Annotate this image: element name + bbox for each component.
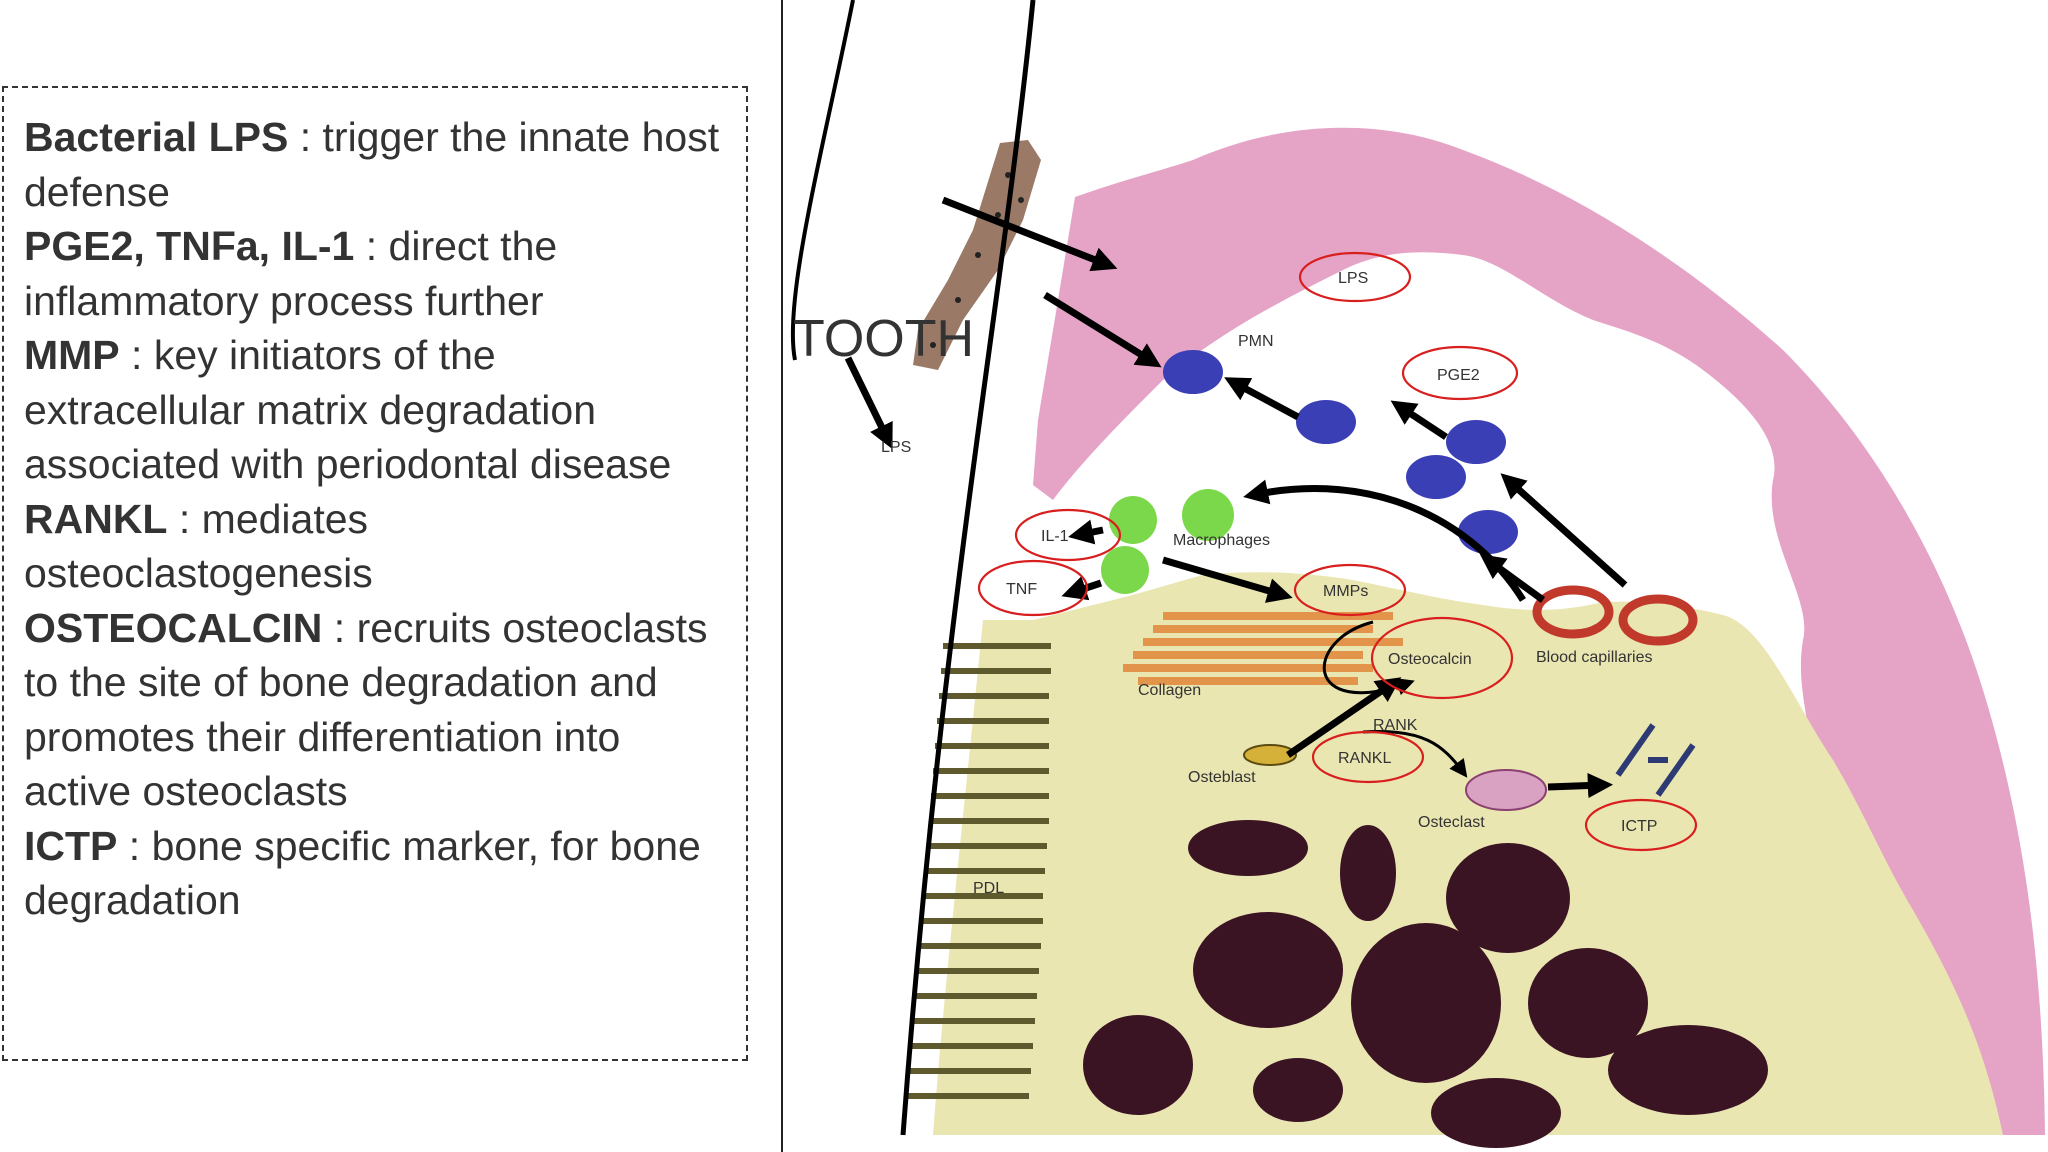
blood-capillaries <box>1532 585 1698 646</box>
collagen-fibers <box>1123 612 1403 685</box>
legend-description: key initiators of the extracellular matr… <box>24 332 672 487</box>
lps-circle <box>1298 251 1412 303</box>
tooth-outline <box>790 0 855 361</box>
legend-entry-ictp: ICTP : bone specific marker, for bone de… <box>24 819 726 928</box>
label-lps-left: LPS <box>881 439 911 456</box>
arrow-pmn-2 <box>1390 400 1448 440</box>
mmps-circle <box>1293 563 1407 617</box>
legend-entry-mmp: MMP : key initiators of the extracellula… <box>24 328 726 492</box>
periodontal-diagram: TOOTH <box>790 0 2045 1148</box>
label-mmps: MMPs <box>1323 583 1368 600</box>
legend-term: MMP <box>24 332 120 378</box>
legend-separator: : <box>288 114 323 160</box>
legend-description: direct the inflammatory process further <box>24 223 558 324</box>
osteocalcin-circle <box>1370 616 1514 700</box>
label-pmn: PMN <box>1238 333 1274 350</box>
legend-description: mediates osteoclastogenesis <box>24 495 373 597</box>
legend-description: trigger the innate host defense <box>24 114 720 215</box>
vertical-divider <box>781 0 783 1152</box>
arrow-capillary-macrophages <box>1243 479 1526 602</box>
label-osteblast: Osteblast <box>1188 769 1256 786</box>
osteoclast-cell <box>1465 769 1547 811</box>
arrow-osteoclast-ictp <box>1547 772 1614 799</box>
legend-entry-lps: Bacterial LPS : trigger the innate host … <box>24 110 726 219</box>
arrow-lps-pge2 <box>1043 292 1162 368</box>
tnf-circle <box>977 559 1089 617</box>
label-il1: IL-1 <box>1041 528 1069 545</box>
label-collagen: Collagen <box>1138 682 1201 699</box>
arrow-capillary-pmn <box>1500 473 1628 588</box>
pge2-circle <box>1401 345 1519 401</box>
ictp-fragments <box>1615 723 1696 797</box>
label-osteclast: Osteclast <box>1418 814 1485 831</box>
legend-entry-rankl: RANKL : mediates osteoclastogenesis <box>24 492 726 601</box>
legend-separator: : <box>117 822 152 869</box>
legend-separator: : <box>167 495 202 542</box>
legend-term: ICTP <box>24 822 118 869</box>
arrow-plaque-lps <box>941 196 1118 272</box>
label-ictp: ICTP <box>1621 818 1657 835</box>
ictp-circle <box>1584 798 1698 852</box>
label-pdl: PDL <box>973 880 1004 897</box>
legend-separator: : <box>119 332 154 378</box>
label-pge2: PGE2 <box>1437 367 1480 384</box>
tooth-root-line <box>900 0 1036 1136</box>
arrow-osteoblast-osteocalcin <box>1286 677 1402 758</box>
arrow-macrophage-il1 <box>1068 519 1104 545</box>
arrow-pmn-1 <box>1224 377 1300 421</box>
label-osteocalcin: Osteocalcin <box>1388 651 1472 668</box>
label-tnf: TNF <box>1006 581 1037 598</box>
rankl-circle <box>1311 730 1425 784</box>
label-rank: RANK <box>1373 717 1418 734</box>
legend-entry-pge2-tnfa-il1: PGE2, TNFa, IL-1 : direct the inflammato… <box>24 219 726 328</box>
macrophages <box>1101 489 1234 594</box>
osteoblast-cell <box>1243 744 1297 766</box>
label-blood-capillaries: Blood capillaries <box>1536 649 1653 666</box>
legend-term: OSTEOCALCIN <box>24 604 323 651</box>
label-rankl: RANKL <box>1338 750 1391 767</box>
legend-description: bone specific marker, for bone degradati… <box>24 822 701 924</box>
legend-entry-osteocalcin: OSTEOCALCIN : recruits osteoclasts to th… <box>24 601 726 819</box>
arrow-mmps-collagen <box>1322 620 1415 696</box>
legend-term: RANKL <box>24 495 168 542</box>
legend-term: PGE2, TNFa, IL-1 <box>24 223 355 269</box>
arrow-macrophage-mmps <box>1162 556 1293 603</box>
legend-term: Bacterial LPS <box>24 114 289 160</box>
legend-box: Bacterial LPS : trigger the innate host … <box>2 86 748 1061</box>
il1-circle <box>1014 508 1122 562</box>
tooth-label: TOOTH <box>793 310 974 368</box>
label-lps-top: LPS <box>1338 270 1368 287</box>
legend-description: recruits osteoclasts to the site of bone… <box>24 604 708 815</box>
label-macrophages: Macrophages <box>1173 532 1270 549</box>
pdl-stripes <box>907 643 1051 1099</box>
arrow-rankl-osteoclast <box>1362 729 1468 778</box>
legend-separator: : <box>322 604 357 651</box>
arrow-plaque-lps-left <box>844 356 893 450</box>
bone-marrow-spaces <box>1083 820 1768 1148</box>
legend-separator: : <box>354 223 389 269</box>
